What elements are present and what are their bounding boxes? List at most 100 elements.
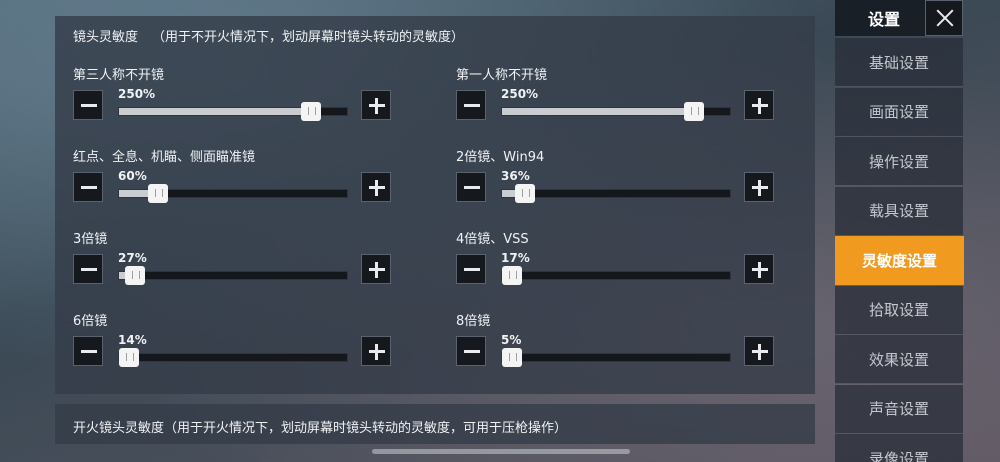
minus-icon — [81, 350, 97, 353]
slider-track[interactable] — [501, 102, 731, 121]
slider-fill — [502, 190, 525, 197]
minus-icon — [464, 350, 480, 353]
slider-track[interactable] — [118, 266, 348, 285]
slider-group-scope-8x: 8倍镜 5% — [456, 310, 796, 382]
minus-icon — [81, 186, 97, 189]
slider-label: 8倍镜 — [456, 314, 491, 329]
sidebar-item-label: 录像设置 — [868, 449, 929, 462]
plus-icon — [375, 98, 378, 114]
decrease-button[interactable] — [456, 254, 486, 284]
minus-icon — [81, 268, 97, 271]
sidebar-item-graphics[interactable]: 画面设置 — [835, 87, 963, 137]
slider-handle[interactable] — [119, 348, 139, 367]
increase-button[interactable] — [744, 336, 774, 366]
sidebar-item-label: 效果设置 — [868, 350, 929, 369]
plus-icon — [375, 262, 378, 278]
sidebar-item-recording[interactable]: 录像设置 — [835, 434, 963, 462]
plus-icon — [758, 98, 761, 114]
slider-label: 4倍镜、VSS — [456, 232, 529, 247]
slider-label: 3倍镜 — [73, 232, 108, 247]
sidebar-item-label: 画面设置 — [868, 103, 929, 121]
slider-value: 250% — [501, 87, 539, 101]
sidebar-item-vehicle[interactable]: 载具设置 — [835, 186, 963, 236]
sidebar-title-text: 设置 — [867, 10, 900, 29]
slider-value: 60% — [118, 169, 147, 183]
minus-icon — [464, 268, 480, 271]
slider-track[interactable] — [501, 348, 731, 367]
decrease-button[interactable] — [456, 90, 486, 120]
slider-group-red-dot-holo-iron-side: 红点、全息、机瞄、侧面瞄准镜 60% — [73, 146, 413, 218]
scroll-indicator[interactable] — [372, 449, 630, 454]
plus-icon — [758, 262, 761, 278]
increase-button[interactable] — [744, 90, 774, 120]
slider-label: 6倍镜 — [73, 314, 108, 329]
increase-button[interactable] — [744, 254, 774, 284]
slider-handle[interactable] — [502, 266, 522, 285]
sidebar-item-sound[interactable]: 声音设置 — [835, 384, 963, 434]
increase-button[interactable] — [361, 254, 391, 284]
slider-handle[interactable] — [515, 184, 535, 203]
slider-group-third-person-no-scope: 第三人称不开镜 250% — [73, 64, 413, 136]
sidebar-item-sensitivity[interactable]: 灵敏度设置 — [835, 236, 964, 285]
plus-icon — [758, 180, 761, 196]
panel-title: 镜头灵敏度（用于不开火情况下，划动屏幕时镜头转动的灵敏度） — [73, 26, 464, 45]
sidebar-item-pickup[interactable]: 拾取设置 — [835, 285, 963, 335]
close-icon[interactable] — [925, 0, 963, 36]
slider-group-scope-3x: 3倍镜 27% — [73, 228, 413, 300]
increase-button[interactable] — [361, 90, 391, 120]
plus-icon — [375, 180, 378, 196]
slider-group-scope-2x-win94: 2倍镜、Win94 36% — [456, 146, 796, 218]
slider-fill — [502, 108, 694, 115]
slider-fill — [119, 108, 311, 115]
minus-icon — [464, 104, 480, 107]
decrease-button[interactable] — [456, 336, 486, 366]
plus-icon — [375, 344, 378, 360]
camera-sensitivity-panel: 镜头灵敏度（用于不开火情况下，划动屏幕时镜头转动的灵敏度） 第三人称不开镜 250… — [55, 16, 815, 394]
sidebar-item-label: 声音设置 — [868, 400, 929, 418]
sidebar-item-basic[interactable]: 基础设置 — [835, 38, 963, 87]
slider-label: 2倍镜、Win94 — [456, 150, 545, 165]
decrease-button[interactable] — [456, 172, 486, 202]
slider-track[interactable] — [501, 184, 731, 203]
sidebar-item-label: 基础设置 — [868, 53, 929, 72]
slider-label: 第一人称不开镜 — [456, 68, 548, 83]
fire-sensitivity-section[interactable]: 开火镜头灵敏度（用于开火情况下，划动屏幕时镜头转动的灵敏度，可用于压枪操作） — [55, 404, 815, 444]
sidebar-item-label: 载具设置 — [868, 202, 929, 220]
fire-sensitivity-label: 开火镜头灵敏度（用于开火情况下，划动屏幕时镜头转动的灵敏度，可用于压枪操作） — [73, 421, 568, 436]
slider-fill — [119, 190, 158, 197]
slider-value: 17% — [501, 251, 530, 265]
slider-handle[interactable] — [148, 184, 168, 203]
decrease-button[interactable] — [73, 336, 103, 366]
increase-button[interactable] — [361, 172, 391, 202]
slider-track[interactable] — [118, 348, 348, 367]
plus-icon — [758, 344, 761, 360]
slider-label: 红点、全息、机瞄、侧面瞄准镜 — [73, 150, 256, 165]
slider-value: 27% — [118, 251, 147, 265]
slider-track[interactable] — [118, 102, 348, 121]
slider-value: 36% — [501, 169, 530, 183]
sidebar-item-controls[interactable]: 操作设置 — [835, 137, 963, 186]
decrease-button[interactable] — [73, 172, 103, 202]
minus-icon — [464, 186, 480, 189]
slider-track[interactable] — [501, 266, 731, 285]
slider-value: 5% — [501, 333, 522, 347]
slider-value: 14% — [118, 333, 147, 347]
slider-handle[interactable] — [684, 102, 704, 121]
increase-button[interactable] — [361, 336, 391, 366]
slider-value: 250% — [118, 87, 156, 101]
slider-handle[interactable] — [125, 266, 145, 285]
slider-handle[interactable] — [502, 348, 522, 367]
slider-label: 第三人称不开镜 — [73, 68, 165, 83]
minus-icon — [81, 104, 97, 107]
decrease-button[interactable] — [73, 90, 103, 120]
sidebar-item-label: 灵敏度设置 — [861, 252, 937, 270]
slider-handle[interactable] — [301, 102, 321, 121]
sidebar-item-effects[interactable]: 效果设置 — [835, 335, 963, 384]
decrease-button[interactable] — [73, 254, 103, 284]
slider-group-scope-6x: 6倍镜 14% — [73, 310, 413, 382]
increase-button[interactable] — [744, 172, 774, 202]
sidebar-item-label: 拾取设置 — [868, 301, 929, 319]
slider-track[interactable] — [118, 184, 348, 203]
panel-title-main: 镜头灵敏度 — [73, 30, 139, 45]
slider-group-first-person-no-scope: 第一人称不开镜 250% — [456, 64, 796, 136]
